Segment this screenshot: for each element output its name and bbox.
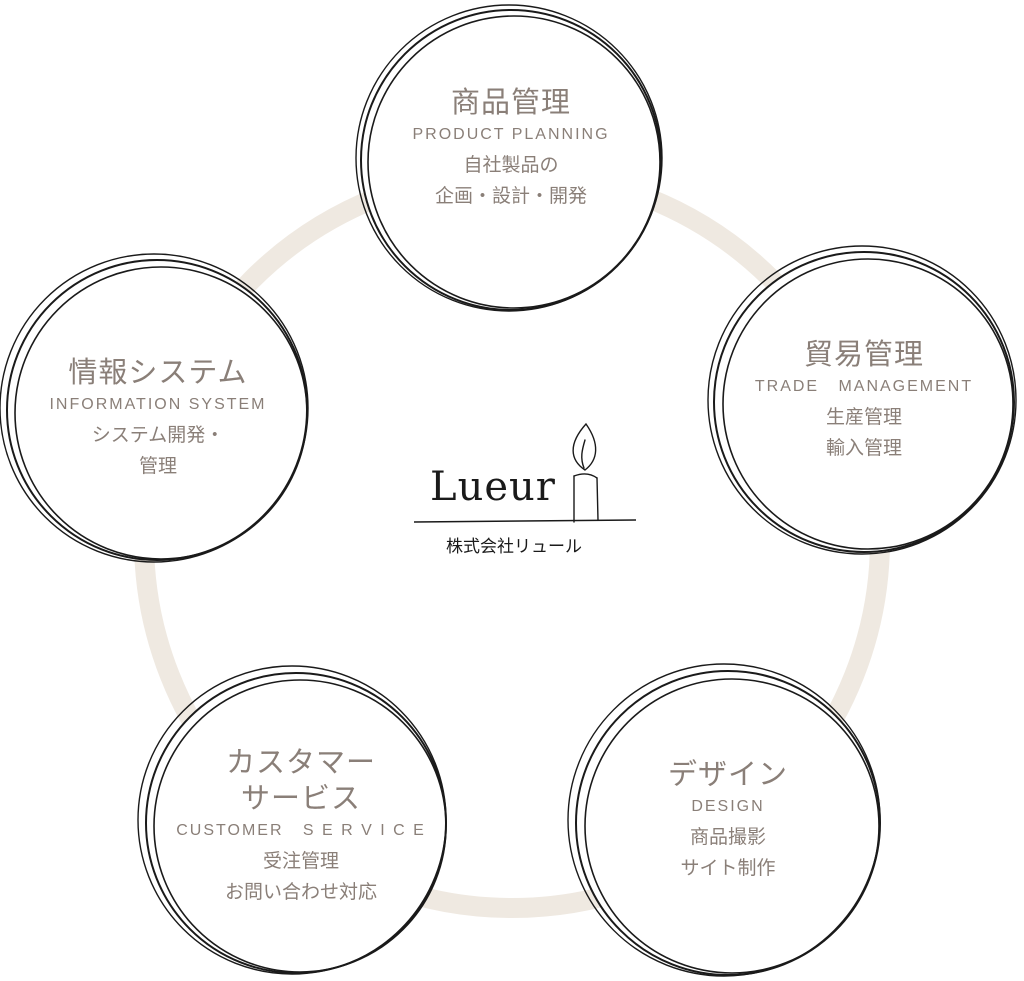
node-customer-desc-line: お問い合わせ対応 xyxy=(224,881,377,903)
node-customer-title-line: サービス xyxy=(240,781,361,815)
node-info-desc: システム開発・ 管理 xyxy=(8,420,308,482)
node-product-title: 商品管理 xyxy=(450,85,571,119)
node-trade-subtitle: TRADE MANAGEMENT xyxy=(754,378,974,395)
candle-icon xyxy=(572,422,599,523)
node-info-title: 情報システム xyxy=(68,355,248,389)
node-design-subtitle: DESIGN xyxy=(691,798,765,815)
node-design: デザイン DESIGN 商品撮影 サイト制作 xyxy=(578,756,878,884)
circle-trade xyxy=(707,245,1017,555)
node-trade-desc: 生産管理 輸入管理 xyxy=(712,402,1016,464)
circle-product xyxy=(355,4,663,312)
node-info: 情報システム INFORMATION SYSTEM システム開発・ 管理 xyxy=(8,354,308,482)
circle-customer xyxy=(137,665,447,975)
logo-company-name: 株式会社リュール xyxy=(446,537,582,557)
node-product-desc-line: 自社製品の xyxy=(463,154,559,176)
node-customer-title-line: カスタマー xyxy=(225,745,376,779)
node-customer-desc: 受注管理 お問い合わせ対応 xyxy=(146,846,456,908)
node-trade-desc-line: 生産管理 xyxy=(825,406,902,428)
node-product-desc-line: 企画・設計・開発 xyxy=(434,185,587,207)
node-product-subtitle: PRODUCT PLANNING xyxy=(412,126,610,143)
logo-underline xyxy=(413,519,637,523)
node-info-desc-line: システム開発・ xyxy=(91,424,225,446)
node-product: 商品管理 PRODUCT PLANNING 自社製品の 企画・設計・開発 xyxy=(361,84,661,212)
node-product-desc: 自社製品の 企画・設計・開発 xyxy=(361,150,661,212)
node-design-desc-line: サイト制作 xyxy=(680,857,776,879)
node-design-desc: 商品撮影 サイト制作 xyxy=(578,822,878,884)
circle-design xyxy=(567,663,881,977)
node-customer-desc-line: 受注管理 xyxy=(262,850,339,872)
node-design-desc-line: 商品撮影 xyxy=(689,826,766,848)
circle-info xyxy=(0,253,309,563)
logo-wordmark: Lueur xyxy=(430,464,556,510)
node-customer: カスタマー サービス CUSTOMER S E R V I C E 受注管理 お… xyxy=(146,744,456,908)
node-design-title: デザイン xyxy=(667,757,788,791)
node-trade-desc-line: 輸入管理 xyxy=(825,437,902,459)
node-info-subtitle: INFORMATION SYSTEM xyxy=(49,396,267,413)
node-trade: 貿易管理 TRADE MANAGEMENT 生産管理 輸入管理 xyxy=(712,336,1016,464)
node-info-desc-line: 管理 xyxy=(138,455,177,477)
node-trade-title: 貿易管理 xyxy=(803,337,924,371)
node-customer-title: カスタマー サービス xyxy=(146,744,456,816)
center-logo: Lueur 株式会社リュール xyxy=(410,420,650,560)
node-customer-subtitle: CUSTOMER S E R V I C E xyxy=(176,822,426,839)
